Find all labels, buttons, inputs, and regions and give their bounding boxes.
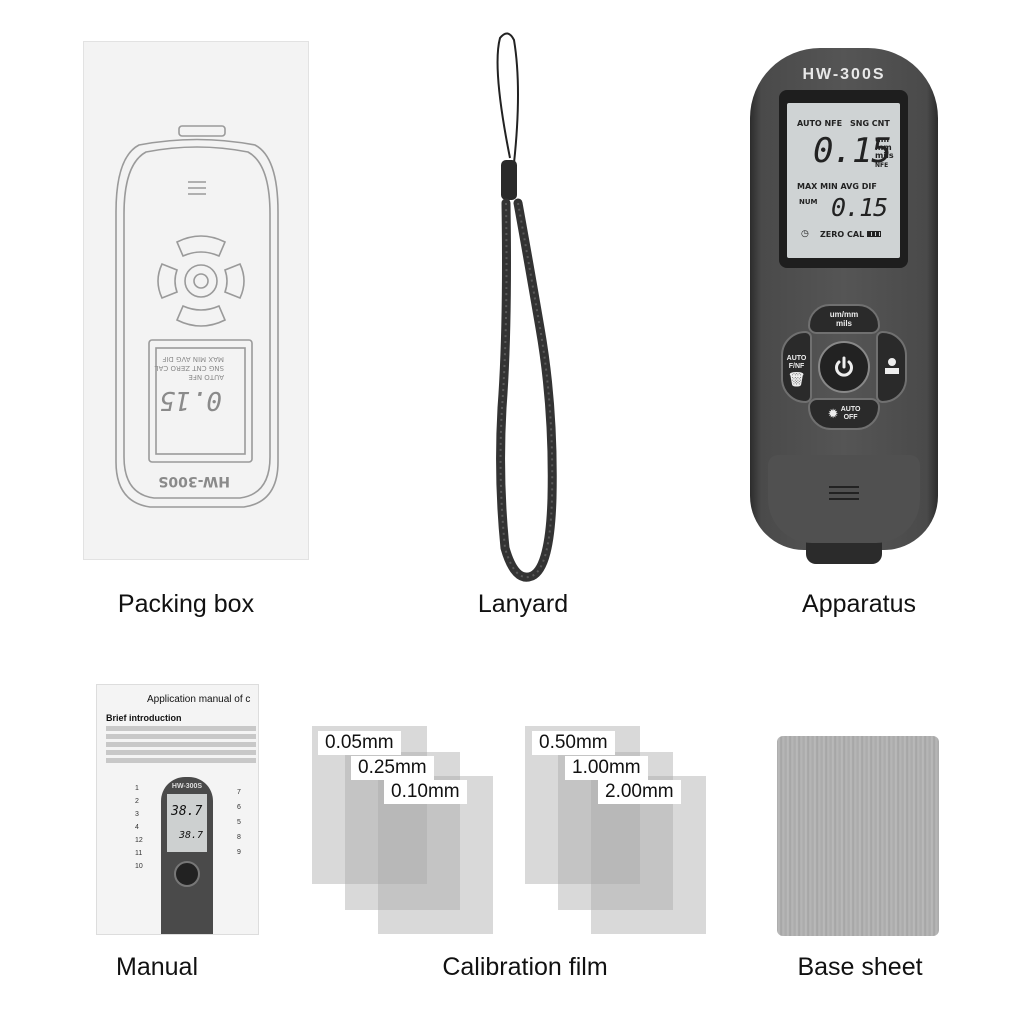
svg-text:MAX MIN AVG DIF: MAX MIN AVG DIF [162,355,224,363]
power-icon [835,356,853,377]
power-button[interactable] [818,341,870,393]
manual-text-line [106,734,256,739]
auto-off-label: AUTO OFF [840,406,861,421]
manual-callouts-left: 1 2 3 4 12 11 10 [135,785,143,870]
manual-device-photo: HW-300S 38.7 38.7 [161,777,213,934]
manual-text-line [106,726,256,731]
caption-lanyard: Lanyard [477,590,569,618]
lcd-mode-right: SNG CNT [850,119,890,128]
device-lcd: AUTO NFE SNG CNT 0.15 um mm mils NFE MAX… [787,103,900,258]
film-label: 0.25mm [351,756,434,780]
lcd-substrate: NFE [875,162,889,169]
caption-packing-box: Packing box [117,590,255,618]
lcd-secondary-value: 0.15 [831,193,888,222]
lcd-stats-labels: MAX MIN AVG DIF [797,182,877,191]
svg-text:AUTO NFE: AUTO NFE [188,373,224,381]
battery-icon [867,231,881,237]
manual-device-model: HW-300S [171,783,203,790]
svg-text:SNG CNT ZERO CAL: SNG CNT ZERO CAL [155,364,224,372]
manual-text-line [106,758,256,763]
lcd-unit-mils: mils [875,151,894,160]
manual-text-line [106,742,256,747]
device-probe-tip [806,542,882,564]
film-label: 0.10mm [384,780,467,804]
manual-screen-value-small: 38.7 [179,830,204,841]
probe-button[interactable] [876,331,907,403]
caption-manual: Manual [116,953,198,981]
base-sheet-image [777,736,939,936]
manual-device-screen: 38.7 38.7 [167,794,207,852]
device-model-label: HW-300S [802,66,886,83]
trash-icon: 🗑 [787,371,806,387]
film-label: 0.05mm [318,731,401,755]
caption-apparatus: Apparatus [802,590,916,618]
film-label: 0.50mm [532,731,615,755]
film-label: 1.00mm [565,756,648,780]
manual-power-icon [174,861,200,887]
lcd-main-value: 0.15 [813,131,892,171]
auto-fnf-label: AUTO F/NF [786,355,807,370]
device-vent-icon [829,484,859,506]
packing-box: AUTO NFE SNG CNT ZERO CAL MAX MIN AVG DI… [83,41,309,560]
lcd-mode-left: AUTO NFE [797,119,843,128]
lcd-unit-um: um [875,135,890,144]
lanyard-image [496,32,557,582]
packing-box-device-outline: AUTO NFE SNG CNT ZERO CAL MAX MIN AVG DI… [115,125,279,508]
lcd-num-label: NUM [799,198,818,206]
manual-subtitle: Brief introduction [106,713,182,723]
lcd-unit-mm: mm [875,143,892,152]
svg-text:HW-300S: HW-300S [158,473,230,489]
light-icon: ✹ [827,406,839,421]
probe-icon [884,358,899,374]
manual-screen-value: 38.7 [171,804,203,819]
svg-text:0.15: 0.15 [159,385,222,415]
caption-calibration-film: Calibration film [442,953,608,981]
manual-text-line [106,750,256,755]
film-label: 2.00mm [598,780,681,804]
manual-image: Application manual of c Brief introducti… [96,684,259,935]
auto-fnf-button[interactable]: AUTO F/NF 🗑 [781,331,812,403]
manual-title: Application manual of c [147,694,251,705]
backlight-auto-off-button[interactable]: ✹ AUTO OFF [808,398,880,430]
units-button[interactable]: um/mm mils [808,304,880,334]
clock-icon: ◷ [801,229,809,239]
manual-callouts-right: 7 6 5 8 9 [237,789,241,856]
lcd-bottom-text: ZERO CAL [820,230,865,239]
caption-base-sheet: Base sheet [797,953,923,981]
